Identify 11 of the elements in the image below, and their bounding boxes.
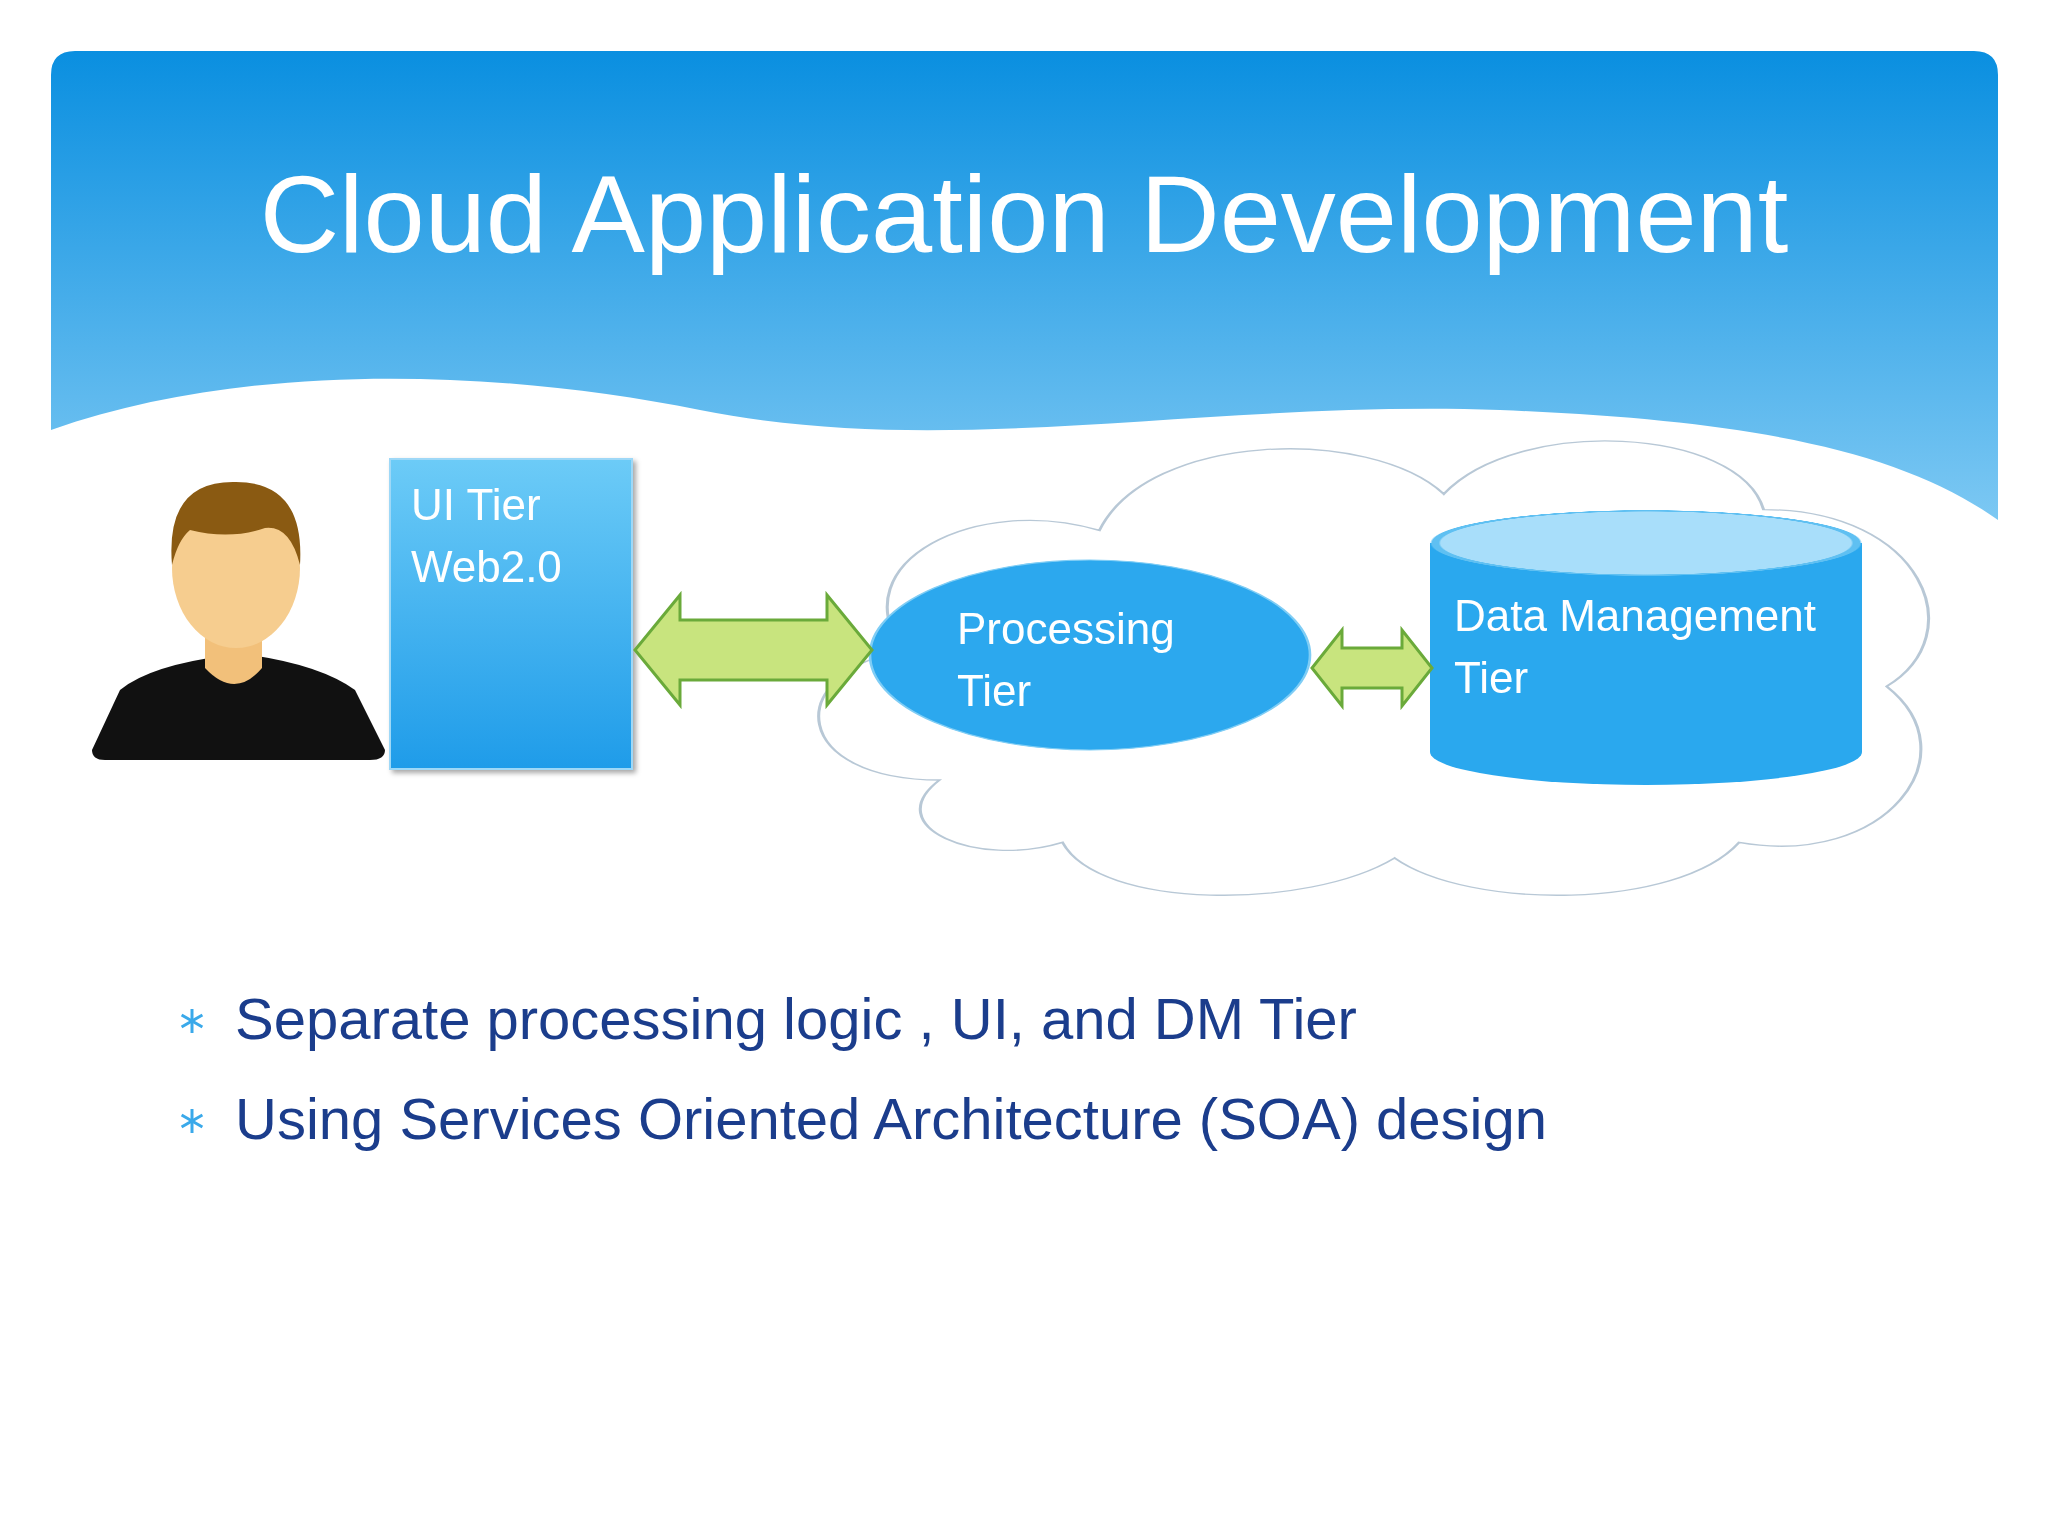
database-cylinder	[1430, 510, 1862, 785]
bullet-text: Using Services Oriented Architecture (SOA) design	[235, 1085, 1547, 1152]
node-label: Processing Tier	[957, 603, 1176, 717]
node-label: UI Tier Web2.0	[411, 479, 563, 593]
title: Cloud Application Development	[258, 151, 1790, 277]
node-label: Data Management Tier	[1454, 590, 1817, 704]
double-arrow	[633, 590, 874, 710]
double-arrow	[1310, 625, 1434, 711]
process-ellipse	[870, 560, 1310, 750]
tier-box	[389, 458, 633, 770]
bullet-text: Separate processing logic , UI, and DM Tier	[235, 985, 1357, 1052]
